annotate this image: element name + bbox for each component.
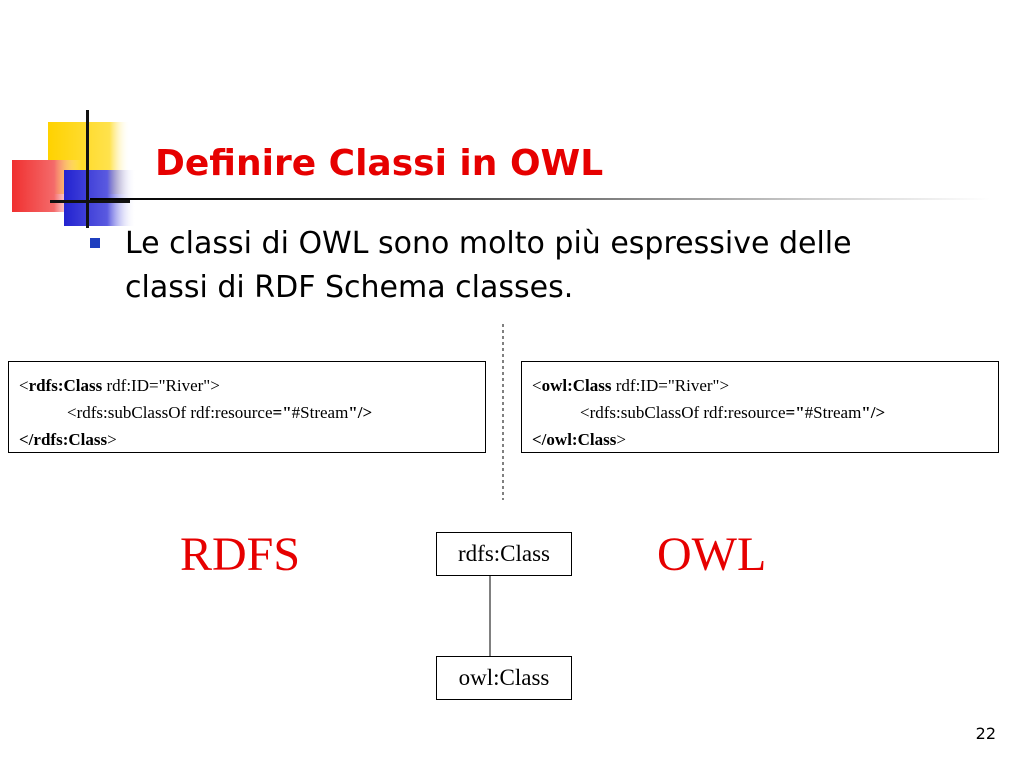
rdfs-sub-start: <rdfs:subClassOf rdf:resource (67, 403, 273, 422)
bullet-text: Le classi di OWL sono molto più espressi… (125, 226, 852, 305)
owl-code-box: <owl:Class rdf:ID="River"> <rdfs:subClas… (521, 361, 999, 453)
owl-open-tag: owl:Class (541, 376, 612, 395)
owl-sub-value: #Stream (804, 403, 862, 422)
rdfs-label: RDFS (180, 528, 301, 581)
rdfs-close-end: > (107, 430, 117, 449)
slide-title: Definire Classi in OWL (155, 143, 604, 184)
rdfs-open-tag: rdfs:Class (28, 376, 103, 395)
owl-open-attr: rdf:ID="River"> (611, 376, 730, 395)
rdfs-sub-value: #Stream (291, 403, 349, 422)
owl-class-node: owl:Class (436, 656, 572, 700)
rdfs-sub-end: "/> (348, 403, 373, 422)
owl-close-end: > (616, 430, 626, 449)
rdfs-code-line-close: </rdfs:Class> (19, 426, 485, 453)
rdfs-close-open: </ (19, 430, 34, 449)
rdfs-code-box: <rdfs:Class rdf:ID="River"> <rdfs:subCla… (8, 361, 486, 453)
owl-close-tag: owl:Class (546, 430, 617, 449)
title-underline (90, 198, 990, 200)
square-bullet-icon (90, 238, 100, 248)
owl-code-line-open: <owl:Class rdf:ID="River"> (532, 372, 998, 399)
owl-code-line-close: </owl:Class> (532, 426, 998, 453)
owl-close-open: </ (532, 430, 547, 449)
corner-squares-icon (12, 110, 136, 228)
owl-label: OWL (657, 528, 767, 581)
decor-horizontal-line (50, 200, 130, 203)
owl-sub-eq: =" (785, 403, 805, 422)
rdfs-open-attr: rdf:ID="River"> (102, 376, 220, 395)
rdfs-code-line-subclass: <rdfs:subClassOf rdf:resource="#Stream"/… (19, 399, 485, 426)
rdfs-close-tag: rdfs:Class (33, 430, 108, 449)
owl-open-bracket: < (532, 376, 542, 395)
rdfs-open-bracket: < (19, 376, 29, 395)
owl-code-line-subclass: <rdfs:subClassOf rdf:resource="#Stream"/… (532, 399, 998, 426)
owl-sub-end: "/> (861, 403, 886, 422)
rdfs-code-line-open: <rdfs:Class rdf:ID="River"> (19, 372, 485, 399)
page-number: 22 (975, 724, 996, 743)
decor-vertical-line (86, 110, 89, 228)
rdfs-class-node: rdfs:Class (436, 532, 572, 576)
rdfs-sub-eq: =" (272, 403, 292, 422)
owl-sub-start: <rdfs:subClassOf rdf:resource (580, 403, 786, 422)
